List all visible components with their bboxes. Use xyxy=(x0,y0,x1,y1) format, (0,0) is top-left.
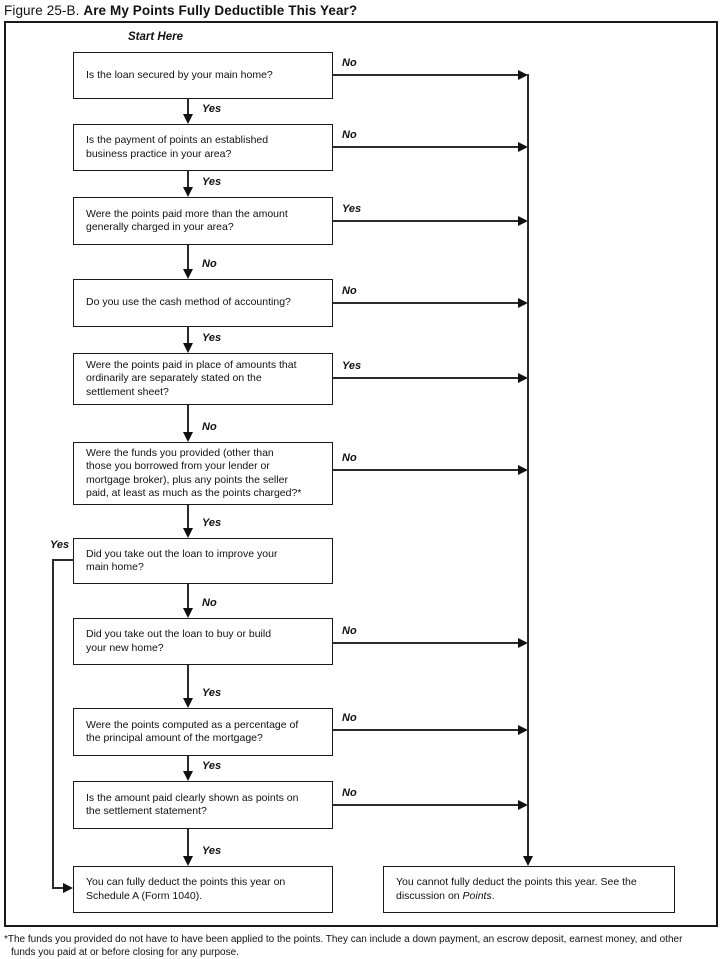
right-arrow-line-3 xyxy=(333,220,518,222)
down-arrow-head-6 xyxy=(183,528,193,538)
down-arrow-label-8: Yes xyxy=(202,687,222,699)
flowchart-frame xyxy=(4,21,718,927)
question-box-8: Did you take out the loan to buy or buil… xyxy=(73,618,333,665)
question-box-3-text: Were the points paid more than the amoun… xyxy=(86,207,288,234)
question-box-9-text: Were the points computed as a percentage… xyxy=(86,718,299,745)
right-arrow-head-3 xyxy=(518,216,528,226)
down-arrow-head-10 xyxy=(183,856,193,866)
down-arrow-head-8 xyxy=(183,698,193,708)
right-arrow-head-2 xyxy=(518,142,528,152)
start-here-label: Start Here xyxy=(128,31,183,43)
right-arrow-label-2: No xyxy=(342,129,357,141)
down-arrow-line-7 xyxy=(187,584,189,609)
right-arrow-head-1 xyxy=(518,70,528,80)
left-yes-label: Yes xyxy=(50,539,70,551)
down-arrow-head-3 xyxy=(183,269,193,279)
right-arrow-head-9 xyxy=(518,800,528,810)
down-arrow-label-10: Yes xyxy=(202,845,222,857)
right-arrow-label-1: No xyxy=(342,57,357,69)
down-arrow-label-5: No xyxy=(202,421,217,433)
right-arrow-line-2 xyxy=(333,146,518,148)
down-arrow-label-1: Yes xyxy=(202,103,222,115)
result-no-deduct-text-after: . xyxy=(491,889,495,902)
question-box-6-text: Were the funds you provided (other than … xyxy=(86,446,302,500)
question-box-2: Is the payment of points an established … xyxy=(73,124,333,171)
result-box-no-deduct: You cannot fully deduct the points this … xyxy=(383,866,675,913)
result-box-deduct-text: You can fully deduct the points this yea… xyxy=(86,876,286,902)
down-arrow-head-4 xyxy=(183,343,193,353)
down-arrow-line-6 xyxy=(187,505,189,529)
down-arrow-line-10 xyxy=(187,829,189,857)
result-no-deduct-points-ref: Points xyxy=(462,889,492,902)
right-arrow-head-7 xyxy=(518,638,528,648)
down-arrow-label-2: Yes xyxy=(202,176,222,188)
down-arrow-line-2 xyxy=(187,171,189,188)
result-no-deduct-text-before: You cannot fully deduct the points this … xyxy=(396,876,637,902)
question-box-7: Did you take out the loan to improve you… xyxy=(73,538,333,584)
right-arrow-label-3: Yes xyxy=(342,203,362,215)
right-arrow-head-8 xyxy=(518,725,528,735)
right-arrow-label-4: No xyxy=(342,285,357,297)
down-arrow-label-4: Yes xyxy=(202,332,222,344)
result-box-no-deduct-text: You cannot fully deduct the points this … xyxy=(396,876,637,903)
question-box-1: Is the loan secured by your main home? xyxy=(73,52,333,99)
right-arrow-label-6: No xyxy=(342,452,357,464)
right-arrow-line-6 xyxy=(333,469,518,471)
down-arrow-head-5 xyxy=(183,432,193,442)
down-arrow-line-9 xyxy=(187,756,189,772)
right-arrow-line-5 xyxy=(333,377,518,379)
down-arrow-label-6: Yes xyxy=(202,517,222,529)
down-arrow-label-9: Yes xyxy=(202,760,222,772)
left-yes-line-vertical xyxy=(52,559,54,889)
question-box-5: Were the points paid in place of amounts… xyxy=(73,353,333,405)
right-arrow-label-5: Yes xyxy=(342,360,362,372)
right-arrow-line-9 xyxy=(333,804,518,806)
question-box-1-text: Is the loan secured by your main home? xyxy=(86,68,273,81)
question-box-10-text: Is the amount paid clearly shown as poin… xyxy=(86,791,299,818)
right-arrow-head-4 xyxy=(518,298,528,308)
question-box-4: Do you use the cash method of accounting… xyxy=(73,279,333,327)
down-arrow-label-3: No xyxy=(202,258,217,270)
down-arrow-head-2 xyxy=(183,187,193,197)
question-box-10: Is the amount paid clearly shown as poin… xyxy=(73,781,333,829)
question-box-3: Were the points paid more than the amoun… xyxy=(73,197,333,245)
footnote-line-1: *The funds you provided do not have to h… xyxy=(4,934,683,945)
question-box-4-text: Do you use the cash method of accounting… xyxy=(86,296,291,309)
right-arrow-label-7: No xyxy=(342,625,357,637)
right-arrow-line-1 xyxy=(333,74,518,76)
down-arrow-head-1 xyxy=(183,114,193,124)
question-box-2-text: Is the payment of points an established … xyxy=(86,134,269,160)
down-arrow-line-1 xyxy=(187,99,189,115)
main-vertical-arrow-head xyxy=(523,856,533,866)
question-box-7-text: Did you take out the loan to improve you… xyxy=(86,547,278,574)
right-arrow-head-6 xyxy=(518,465,528,475)
left-yes-line-bottom xyxy=(52,887,64,889)
right-arrow-line-4 xyxy=(333,302,518,304)
question-box-6: Were the funds you provided (other than … xyxy=(73,442,333,505)
right-arrow-label-9: No xyxy=(342,787,357,799)
footnote: *The funds you provided do not have to h… xyxy=(4,934,720,959)
question-box-8-text: Did you take out the loan to buy or buil… xyxy=(86,628,272,654)
down-arrow-line-3 xyxy=(187,245,189,270)
right-arrow-line-7 xyxy=(333,642,518,644)
figure-title-text: Are My Points Fully Deductible This Year… xyxy=(83,3,358,18)
down-arrow-line-5 xyxy=(187,405,189,433)
right-arrow-label-8: No xyxy=(342,712,357,724)
down-arrow-line-8 xyxy=(187,665,189,699)
figure-number: Figure 25-B. xyxy=(4,3,84,18)
left-yes-line-top xyxy=(52,559,74,561)
question-box-5-text: Were the points paid in place of amounts… xyxy=(86,358,297,398)
main-vertical-line xyxy=(527,74,529,857)
down-arrow-head-7 xyxy=(183,608,193,618)
question-box-9: Were the points computed as a percentage… xyxy=(73,708,333,756)
result-box-deduct: You can fully deduct the points this yea… xyxy=(73,866,333,913)
figure-title: Figure 25-B. Are My Points Fully Deducti… xyxy=(4,3,357,18)
footnote-line-2: funds you paid at or before closing for … xyxy=(11,946,239,958)
down-arrow-label-7: No xyxy=(202,597,217,609)
down-arrow-head-9 xyxy=(183,771,193,781)
right-arrow-line-8 xyxy=(333,729,518,731)
down-arrow-line-4 xyxy=(187,327,189,344)
right-arrow-head-5 xyxy=(518,373,528,383)
left-yes-arrow-head xyxy=(63,883,73,893)
